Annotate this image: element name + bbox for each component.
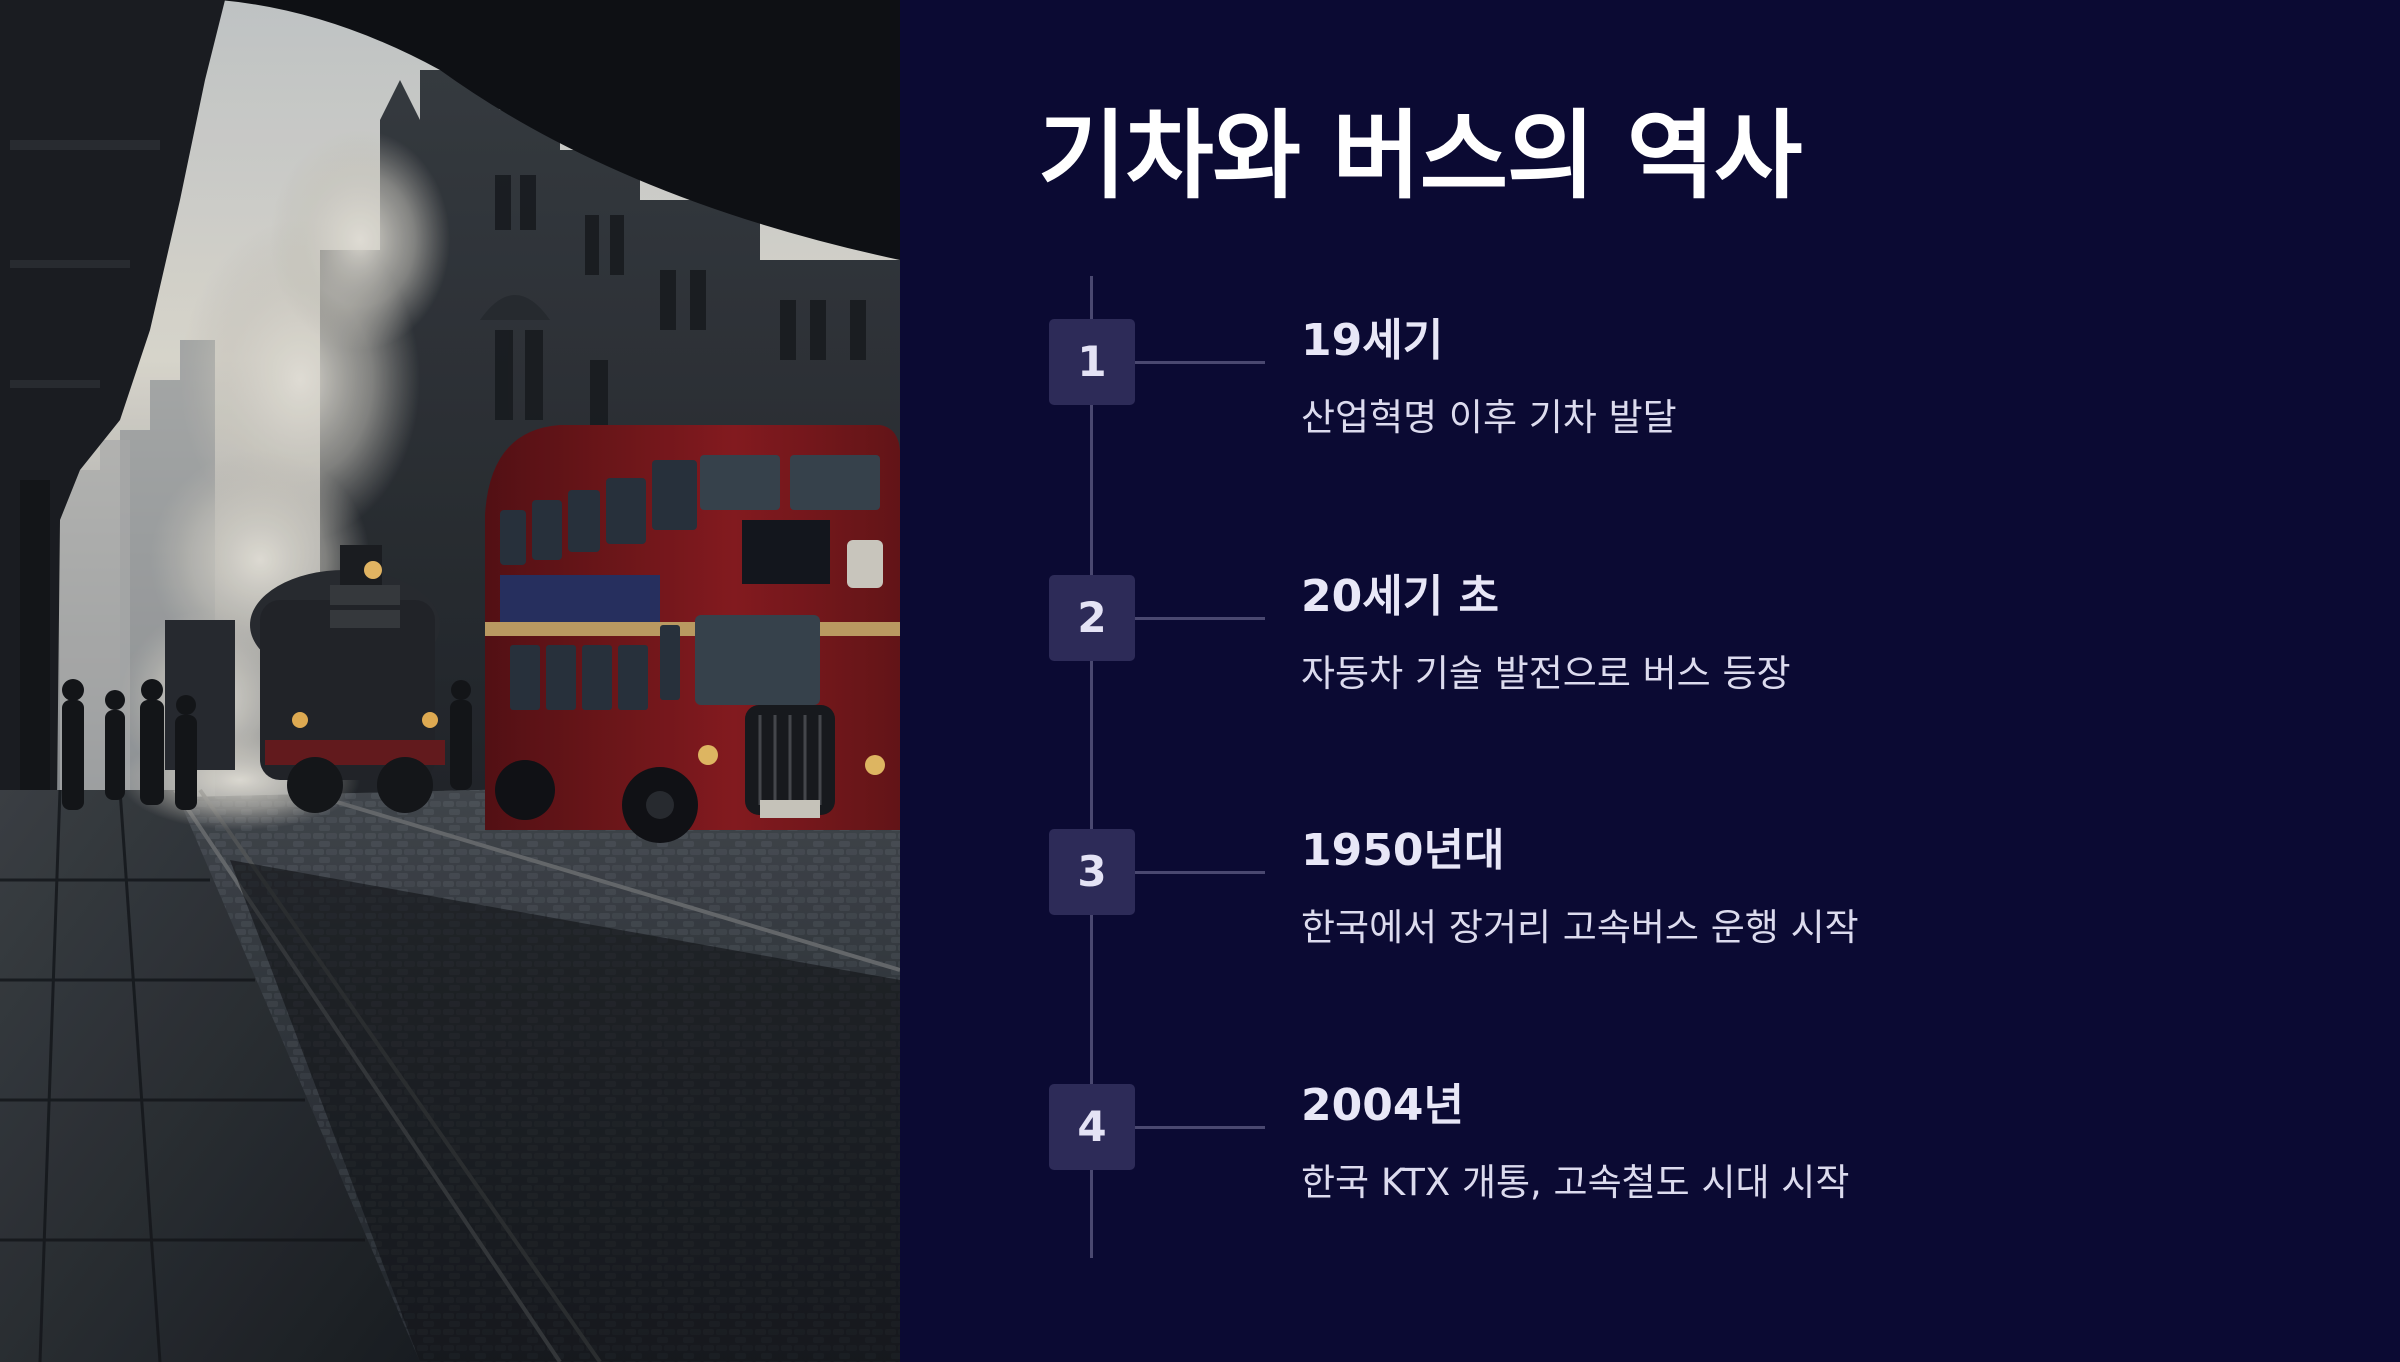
slide-title: 기차와 버스의 역사 [1038,100,1802,212]
train-bus-photo [0,0,900,1362]
content-panel: 기차와 버스의 역사 1 19세기 산업혁명 이후 기차 발달 2 20세기 초… [900,0,2400,1362]
step-number-badge: 2 [1049,575,1135,661]
timeline-step-2: 2 20세기 초 자동차 기술 발전으로 버스 등장 [1049,571,2349,745]
timeline-line [1090,276,1093,1258]
step-connector [1135,871,1265,874]
step-description: 한국에서 장거리 고속버스 운행 시작 [1301,906,1859,949]
step-number-badge: 1 [1049,319,1135,405]
step-connector [1135,1126,1265,1129]
timeline-step-1: 1 19세기 산업혁명 이후 기차 발달 [1049,315,2349,489]
step-description: 한국 KTX 개통, 고속철도 시대 시작 [1301,1161,1850,1204]
step-connector [1135,361,1265,364]
timeline-step-4: 4 2004년 한국 KTX 개통, 고속철도 시대 시작 [1049,1080,2349,1254]
step-heading: 2004년 [1301,1080,1464,1131]
step-number-badge: 4 [1049,1084,1135,1170]
step-heading: 20세기 초 [1301,571,1499,622]
step-number-badge: 3 [1049,829,1135,915]
step-connector [1135,617,1265,620]
step-description: 산업혁명 이후 기차 발달 [1301,396,1677,439]
step-description: 자동차 기술 발전으로 버스 등장 [1301,652,1791,695]
timeline-step-3: 3 1950년대 한국에서 장거리 고속버스 운행 시작 [1049,825,2349,999]
step-heading: 1950년대 [1301,825,1505,876]
step-heading: 19세기 [1301,315,1444,366]
